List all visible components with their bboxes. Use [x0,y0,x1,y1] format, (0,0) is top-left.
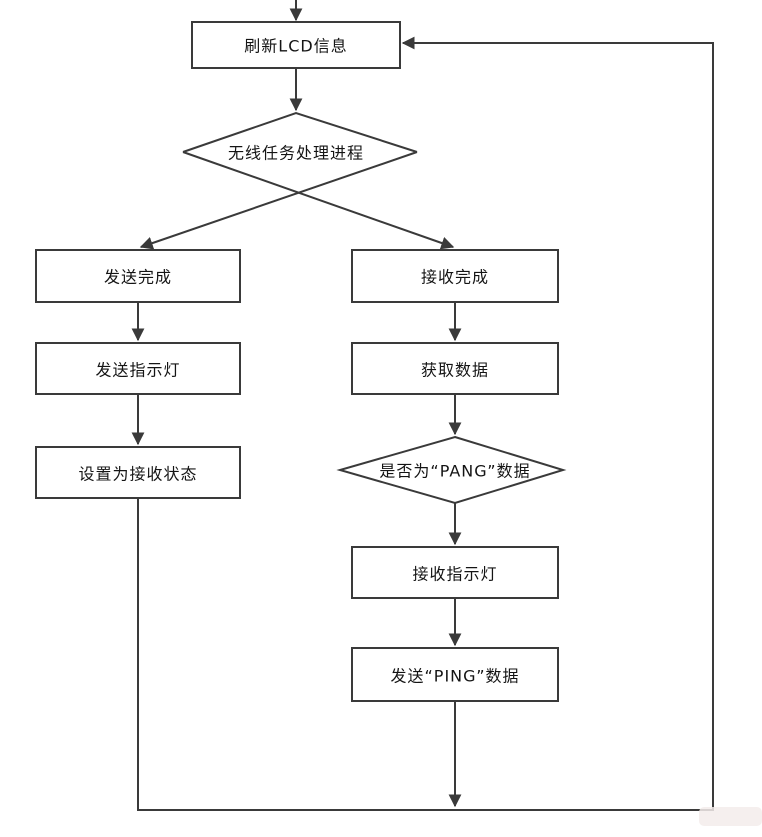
watermark [699,807,762,826]
node-rx-led-label: 接收指示灯 [412,565,497,584]
node-send-led [35,342,241,395]
node-refresh-lcd-label: 刷新LCD信息 [244,37,347,56]
node-rx-done-label: 接收完成 [421,268,489,287]
node-is-pang-data [336,435,567,505]
node-get-data-label: 获取数据 [421,361,489,380]
node-is-pang-data-label: 是否为“PANG”数据 [379,462,530,481]
edge-wireless-task-to-send-done [139,151,418,250]
node-send-ping [351,647,559,702]
node-send-led-label: 发送指示灯 [95,361,180,380]
node-refresh-lcd [191,21,401,69]
node-rx-done [351,249,559,303]
node-send-done [35,249,241,303]
node-set-rx-state [35,446,241,499]
node-send-ping-label: 发送“PING”数据 [391,667,520,686]
edge-wireless-task-to-rx-done [182,151,455,250]
node-rx-led [351,546,559,599]
decision-wireless-task-upper-edges [182,111,418,153]
node-get-data [351,342,559,395]
node-wireless-task-label: 无线任务处理进程 [228,144,364,163]
node-set-rx-state-label: 设置为接收状态 [78,465,197,484]
node-send-done-label: 发送完成 [104,268,172,287]
